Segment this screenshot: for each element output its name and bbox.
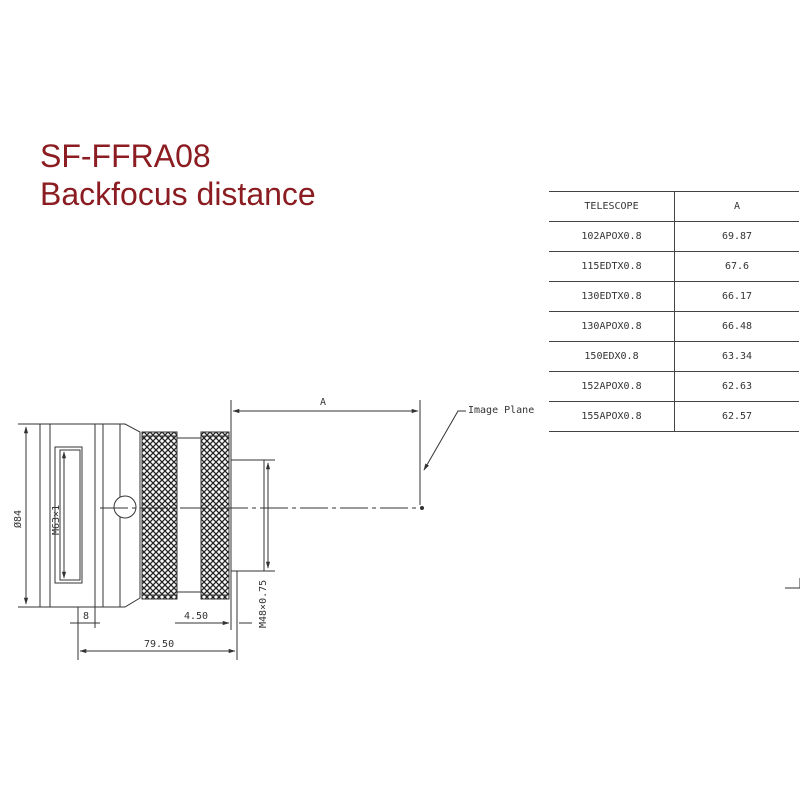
table-row: 150EDX0.8 63.34 — [549, 341, 799, 372]
label-4-50: 4.50 — [184, 611, 208, 622]
reducer-neck — [176, 437, 202, 593]
label-image-plane: Image Plane — [468, 405, 534, 416]
label-79-50: 79.50 — [144, 639, 174, 650]
telescope-cell: 150EDX0.8 — [549, 341, 675, 372]
header-telescope: TELESCOPE — [549, 191, 675, 222]
label-a: A — [320, 397, 326, 408]
telescope-cell: 155APOX0.8 — [549, 401, 675, 432]
label-m63: M63×1 — [51, 505, 62, 535]
distance-cell: 66.17 — [674, 281, 799, 312]
table-row: 155APOX0.8 62.57 — [549, 401, 799, 432]
product-title: SF-FFRA08 — [40, 138, 211, 174]
reducer-front-body — [39, 423, 96, 608]
edge-mark — [785, 578, 800, 589]
set-screw-hole — [113, 495, 137, 519]
distance-cell: 67.6 — [674, 251, 799, 282]
header-a: A — [674, 191, 799, 222]
distance-cell: 66.48 — [674, 311, 799, 342]
telescope-cell: 102APOX0.8 — [549, 221, 675, 252]
diagram-subtitle: Backfocus distance — [40, 176, 316, 212]
distance-cell: 62.57 — [674, 401, 799, 432]
rear-thread-m48 — [230, 459, 265, 572]
backfocus-table: TELESCOPE A 102APOX0.8 69.87 115EDTX0.8 … — [549, 191, 799, 432]
image-plane-leader — [423, 410, 466, 471]
table-row: 152APOX0.8 62.63 — [549, 371, 799, 402]
knurled-ring-rear — [200, 431, 230, 600]
distance-cell: 63.34 — [674, 341, 799, 372]
distance-cell: 69.87 — [674, 221, 799, 252]
label-m48: M48×0.75 — [258, 580, 269, 628]
table-row: 115EDTX0.8 67.6 — [549, 251, 799, 282]
table-header-row: TELESCOPE A — [549, 191, 799, 222]
telescope-cell: 130EDTX0.8 — [549, 281, 675, 312]
distance-cell: 62.63 — [674, 371, 799, 402]
telescope-cell: 115EDTX0.8 — [549, 251, 675, 282]
table-row: 130EDTX0.8 66.17 — [549, 281, 799, 312]
telescope-cell: 130APOX0.8 — [549, 311, 675, 342]
telescope-cell: 152APOX0.8 — [549, 371, 675, 402]
label-8: 8 — [83, 611, 89, 622]
label-dia84: Ø84 — [12, 510, 24, 528]
knurled-ring-front — [141, 431, 178, 600]
table-row: 102APOX0.8 69.87 — [549, 221, 799, 252]
table-row: 130APOX0.8 66.48 — [549, 311, 799, 342]
